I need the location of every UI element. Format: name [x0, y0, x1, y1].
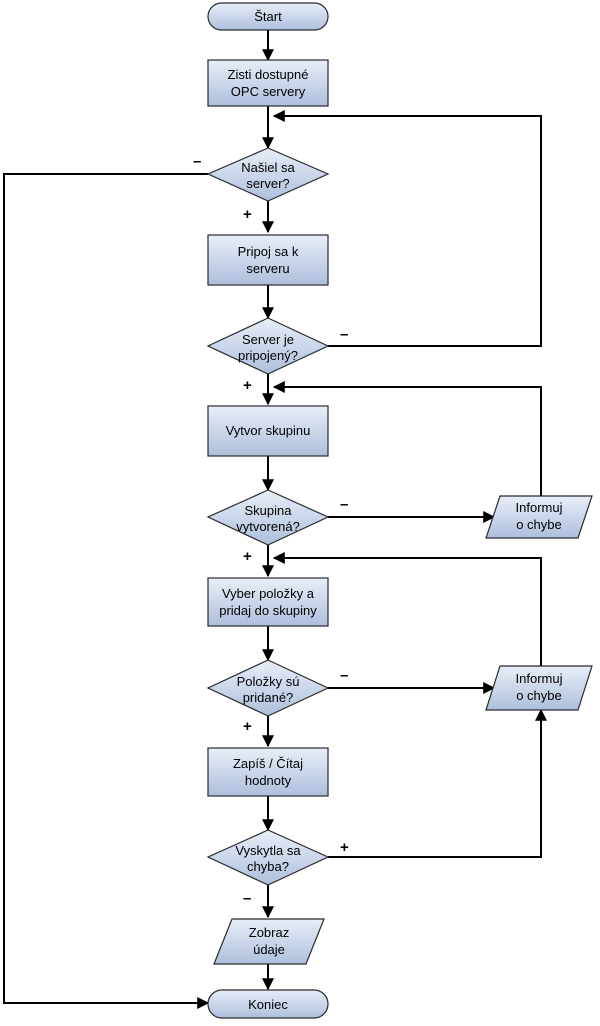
node-show-data-line1: Zobraz	[249, 925, 289, 940]
label-created-yes: +	[243, 548, 252, 565]
node-end: Koniec	[207, 989, 329, 1019]
label-found-yes: +	[243, 206, 252, 223]
node-server-connected-line2: pripojený?	[238, 348, 298, 363]
node-connect: Pripoj sa k serveru	[207, 234, 329, 286]
edges	[3, 30, 547, 1009]
node-read-write: Zapíš / Čítaj hodnoty	[207, 747, 329, 797]
node-error-occurred-line2: chyba?	[247, 859, 289, 874]
node-server-found-line2: server?	[246, 176, 289, 191]
node-select-items-line1: Vyber položky a	[222, 586, 315, 601]
node-server-connected: Server je pripojený?	[206, 317, 330, 375]
node-create-group: Vytvor skupinu	[207, 405, 329, 457]
node-items-added-line1: Položky sú	[237, 674, 300, 689]
node-find-servers-line1: Zisti dostupné	[228, 67, 309, 82]
edge-error-yes-inform2	[328, 708, 547, 858]
node-items-added-line2: pridané?	[243, 690, 294, 705]
node-server-connected-line1: Server je	[242, 332, 294, 347]
label-created-no: –	[340, 496, 348, 513]
node-inform-error-1: Informuj o chybe	[485, 495, 593, 539]
node-show-data: Zobraz údaje	[213, 918, 325, 965]
node-connect-line1: Pripoj sa k	[238, 244, 299, 259]
node-read-write-line2: hodnoty	[245, 773, 292, 788]
node-server-found-line1: Našiel sa	[241, 160, 295, 175]
node-start: Štart	[207, 2, 329, 31]
edge-connected-no-loop	[272, 110, 542, 347]
node-end-label: Koniec	[248, 997, 288, 1012]
node-start-label: Štart	[254, 9, 282, 24]
label-added-no: –	[340, 667, 348, 684]
node-select-items-line2: pridaj do skupiny	[219, 603, 317, 618]
node-inform-error-2-line2: o chybe	[516, 688, 562, 703]
node-read-write-line1: Zapíš / Čítaj	[233, 756, 303, 771]
label-added-yes: +	[243, 718, 252, 735]
label-connected-yes: +	[243, 377, 252, 394]
label-found-no: –	[193, 153, 201, 170]
label-connected-no: –	[340, 326, 348, 343]
node-find-servers: Zisti dostupné OPC servery	[207, 59, 329, 107]
node-inform-error-1-line1: Informuj	[516, 500, 563, 515]
node-inform-error-1-line2: o chybe	[516, 517, 562, 532]
node-items-added: Položky sú pridané?	[206, 659, 330, 717]
branch-labels: – + – + – + – + + –	[193, 153, 349, 907]
node-find-servers-line2: OPC servery	[231, 84, 306, 99]
label-error-no: –	[243, 890, 251, 907]
node-error-occurred: Vyskytla sa chyba?	[206, 829, 330, 886]
node-inform-error-2-line1: Informuj	[516, 671, 563, 686]
node-group-created-line1: Skupina	[245, 503, 293, 518]
label-error-yes: +	[340, 839, 349, 856]
node-show-data-line2: údaje	[253, 942, 285, 957]
edge-inform2-loop	[272, 552, 542, 666]
node-group-created: Skupina vytvorená?	[206, 489, 330, 546]
node-group-created-line2: vytvorená?	[236, 519, 300, 534]
edge-found-no-end	[3, 173, 210, 1009]
node-select-items: Vyber položky a pridaj do skupiny	[207, 577, 329, 627]
node-connect-line2: serveru	[246, 261, 289, 276]
node-create-group-label: Vytvor skupinu	[226, 423, 311, 438]
node-server-found: Našiel sa server?	[206, 147, 330, 202]
node-error-occurred-line1: Vyskytla sa	[235, 843, 301, 858]
node-inform-error-2: Informuj o chybe	[485, 665, 593, 711]
edge-inform1-loop	[272, 381, 542, 496]
